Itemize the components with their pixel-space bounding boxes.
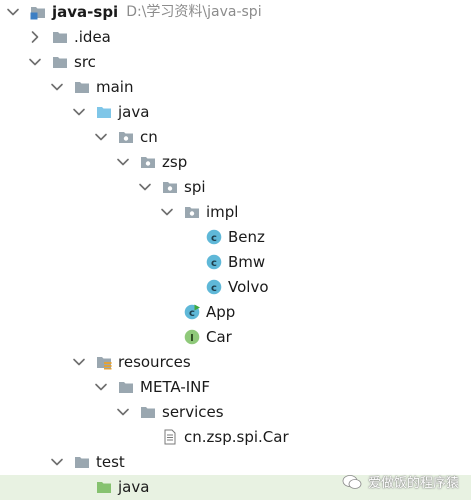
tree-node-label: main [96,77,134,96]
tree-spacer [160,330,174,344]
watermark: 爱做饭的程序猿 [342,472,459,491]
tree-node-label: Benz [228,227,265,246]
tree-node-label: App [206,302,236,321]
chevron-down-icon[interactable] [116,405,130,419]
folder-icon [52,29,68,45]
chevron-down-icon[interactable] [116,155,130,169]
tree-spacer [182,280,196,294]
tree-node-cn-zsp-spi-car[interactable]: cn.zsp.spi.Car [0,425,471,450]
tree-node-label: resources [118,352,191,371]
chevron-down-icon[interactable] [6,5,20,19]
package-icon [162,179,178,195]
tree-node-idea[interactable]: .idea [0,25,471,50]
tree-node-main[interactable]: main [0,75,471,100]
project-path: D:\学习资料\java-spi [126,3,262,20]
svg-text:c: c [211,258,217,269]
runnable-class-icon: c [184,304,200,320]
tree-node-benz[interactable]: c Benz [0,225,471,250]
chevron-down-icon[interactable] [94,130,108,144]
wechat-icon [342,474,362,489]
svg-text:c: c [189,308,195,319]
tree-node-test[interactable]: test [0,450,471,475]
folder-icon [118,379,134,395]
tree-node-zsp[interactable]: zsp [0,150,471,175]
class-icon: c [206,229,222,245]
folder-icon [140,404,156,420]
tree-node-label: .idea [74,27,111,46]
tree-node-impl[interactable]: impl [0,200,471,225]
tree-spacer [182,230,196,244]
package-icon [118,129,134,145]
tree-spacer [160,305,174,319]
tree-node-label: cn.zsp.spi.Car [184,427,289,446]
tree-node-label: spi [184,177,206,196]
svg-text:I: I [190,333,194,344]
tree-node-label: java [118,477,150,496]
tree-node-services[interactable]: services [0,400,471,425]
svg-text:c: c [211,283,217,294]
tree-node-label: META-INF [140,377,211,396]
tree-node-java[interactable]: java [0,474,471,500]
chevron-right-icon[interactable] [28,30,42,44]
resources-folder-icon [96,354,112,370]
tree-node-label: zsp [162,152,188,171]
test-source-folder-icon [96,479,112,495]
folder-icon [52,54,68,70]
tree-node-resources[interactable]: resources [0,350,471,375]
watermark-text: 爱做饭的程序猿 [367,476,459,491]
folder-icon [74,454,90,470]
tree-node-cn[interactable]: cn [0,125,471,150]
tree-node-label: src [74,52,96,71]
tree-node-spi[interactable]: spi [0,175,471,200]
class-icon: c [206,254,222,270]
source-root-folder-icon [96,104,112,120]
tree-node-src[interactable]: src [0,50,471,75]
chevron-down-icon[interactable] [50,80,64,94]
tree-spacer [182,255,196,269]
module-folder-icon [30,4,46,20]
tree-node-volvo[interactable]: c Volvo [0,275,471,300]
package-icon [140,154,156,170]
tree-node-label: cn [140,127,158,146]
tree-spacer [72,480,86,494]
tree-node-java[interactable]: java [0,100,471,125]
svg-text:c: c [211,233,217,244]
text-file-icon [162,429,178,445]
chevron-down-icon[interactable] [72,105,86,119]
class-icon: c [206,279,222,295]
tree-node-meta-inf[interactable]: META-INF [0,375,471,400]
tree-node-label: impl [206,202,239,221]
tree-node-label: Bmw [228,252,266,271]
chevron-down-icon[interactable] [160,205,174,219]
tree-node-bmw[interactable]: c Bmw [0,250,471,275]
folder-icon [74,79,90,95]
chevron-down-icon[interactable] [28,55,42,69]
tree-node-java-spi[interactable]: java-spi D:\学习资料\java-spi [0,0,471,25]
tree-node-label: Volvo [228,277,269,296]
tree-node-label: Car [206,327,232,346]
tree-node-label: java [118,102,150,121]
chevron-down-icon[interactable] [138,180,152,194]
tree-node-label: java-spi [52,2,119,21]
chevron-down-icon[interactable] [72,355,86,369]
tree-node-car[interactable]: I Car [0,325,471,350]
chevron-down-icon[interactable] [50,455,64,469]
tree-node-label: services [162,402,224,421]
package-icon [184,204,200,220]
interface-icon: I [184,329,200,345]
tree-node-app[interactable]: c App [0,300,471,325]
tree-node-label: test [96,452,125,471]
chevron-down-icon[interactable] [94,380,108,394]
tree-spacer [138,430,152,444]
